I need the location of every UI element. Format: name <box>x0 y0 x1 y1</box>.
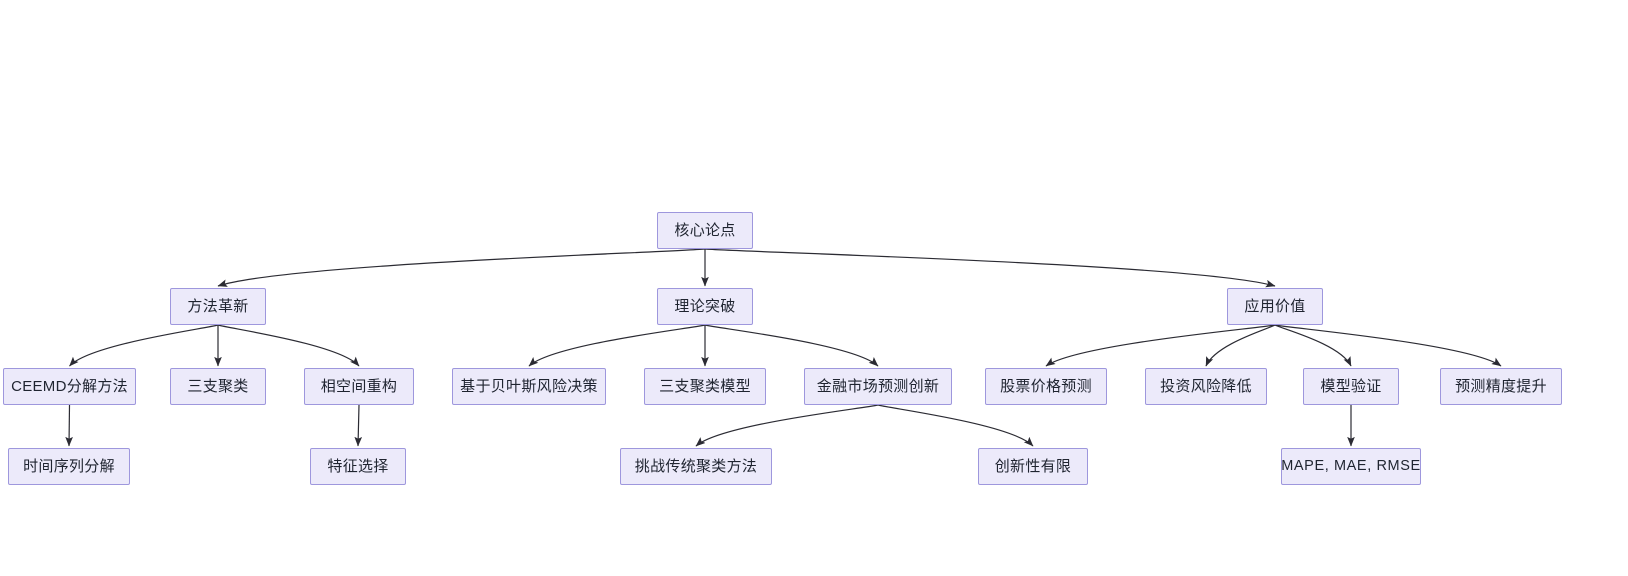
node-label: 时间序列分解 <box>23 458 115 475</box>
diagram-node-l2c3[interactable]: 模型验证 <box>1303 368 1399 405</box>
diagram-node-l3e[interactable]: MAPE, MAE, RMSE <box>1281 448 1421 485</box>
diagram-node-root[interactable]: 核心论点 <box>657 212 753 249</box>
diagram-edge-l2a3-to-l3b <box>354 404 363 447</box>
diagram-node-l3c[interactable]: 挑战传统聚类方法 <box>620 448 772 485</box>
diagram-node-l3b[interactable]: 特征选择 <box>310 448 406 485</box>
diagram-node-l3a[interactable]: 时间序列分解 <box>8 448 130 485</box>
node-label: 投资风险降低 <box>1160 378 1252 395</box>
node-label: 相空间重构 <box>320 378 398 395</box>
diagram-node-l2a1[interactable]: CEEMD分解方法 <box>3 368 136 405</box>
diagram-edge-l1a-to-l2a1 <box>69 324 219 367</box>
diagram-node-l1a[interactable]: 方法革新 <box>170 288 266 325</box>
node-label: 基于贝叶斯风险决策 <box>460 378 598 395</box>
node-label: 挑战传统聚类方法 <box>634 458 758 475</box>
node-label: 三支聚类模型 <box>659 378 751 395</box>
diagram-edge-root-to-l1a <box>217 248 706 287</box>
node-label: 应用价值 <box>1244 298 1306 315</box>
diagram-edge-l2b3-to-l3c <box>695 404 879 447</box>
diagram-node-l1c[interactable]: 应用价值 <box>1227 288 1323 325</box>
node-label: 理论突破 <box>674 298 736 315</box>
node-label: 金融市场预测创新 <box>816 378 940 395</box>
node-label: 模型验证 <box>1320 378 1382 395</box>
node-label: 方法革新 <box>187 298 249 315</box>
node-label: 创新性有限 <box>994 458 1072 475</box>
diagram-edge-l1b-to-l2b1 <box>528 324 706 367</box>
diagram-edge-root-to-l1c <box>704 248 1276 288</box>
node-label: 核心论点 <box>674 222 736 239</box>
node-label: 预测精度提升 <box>1455 378 1547 395</box>
diagram-node-l2b3[interactable]: 金融市场预测创新 <box>804 368 952 405</box>
diagram-node-l2b2[interactable]: 三支聚类模型 <box>644 368 766 405</box>
diagram-edge-l1c-to-l2c1 <box>1045 324 1276 367</box>
node-label: CEEMD分解方法 <box>11 378 128 395</box>
diagram-node-l2c2[interactable]: 投资风险降低 <box>1145 368 1267 405</box>
node-label: 三支聚类 <box>187 378 249 395</box>
diagram-edge-l1c-to-l2c4 <box>1274 324 1502 367</box>
diagram-node-l1b[interactable]: 理论突破 <box>657 288 753 325</box>
diagram-node-l2c1[interactable]: 股票价格预测 <box>985 368 1107 405</box>
node-label: 特征选择 <box>327 458 389 475</box>
diagram-node-l2c4[interactable]: 预测精度提升 <box>1440 368 1562 405</box>
diagram-node-l2a3[interactable]: 相空间重构 <box>304 368 414 405</box>
diagram-node-l3d[interactable]: 创新性有限 <box>978 448 1088 485</box>
diagram-edge-l1c-to-l2c3 <box>1274 324 1352 367</box>
diagram-edge-l1b-to-l2b3 <box>704 324 879 367</box>
diagram-edge-l2a1-to-l3a <box>65 404 73 447</box>
diagram-node-l2b1[interactable]: 基于贝叶斯风险决策 <box>452 368 606 405</box>
node-label: 股票价格预测 <box>1000 378 1092 395</box>
diagram-edge-l1a-to-l2a3 <box>217 324 360 367</box>
diagram-edge-l2b3-to-l3d <box>877 404 1034 447</box>
diagram-edge-l1c-to-l2c2 <box>1205 324 1276 367</box>
node-label: MAPE, MAE, RMSE <box>1281 458 1421 475</box>
diagram-node-l2a2[interactable]: 三支聚类 <box>170 368 266 405</box>
